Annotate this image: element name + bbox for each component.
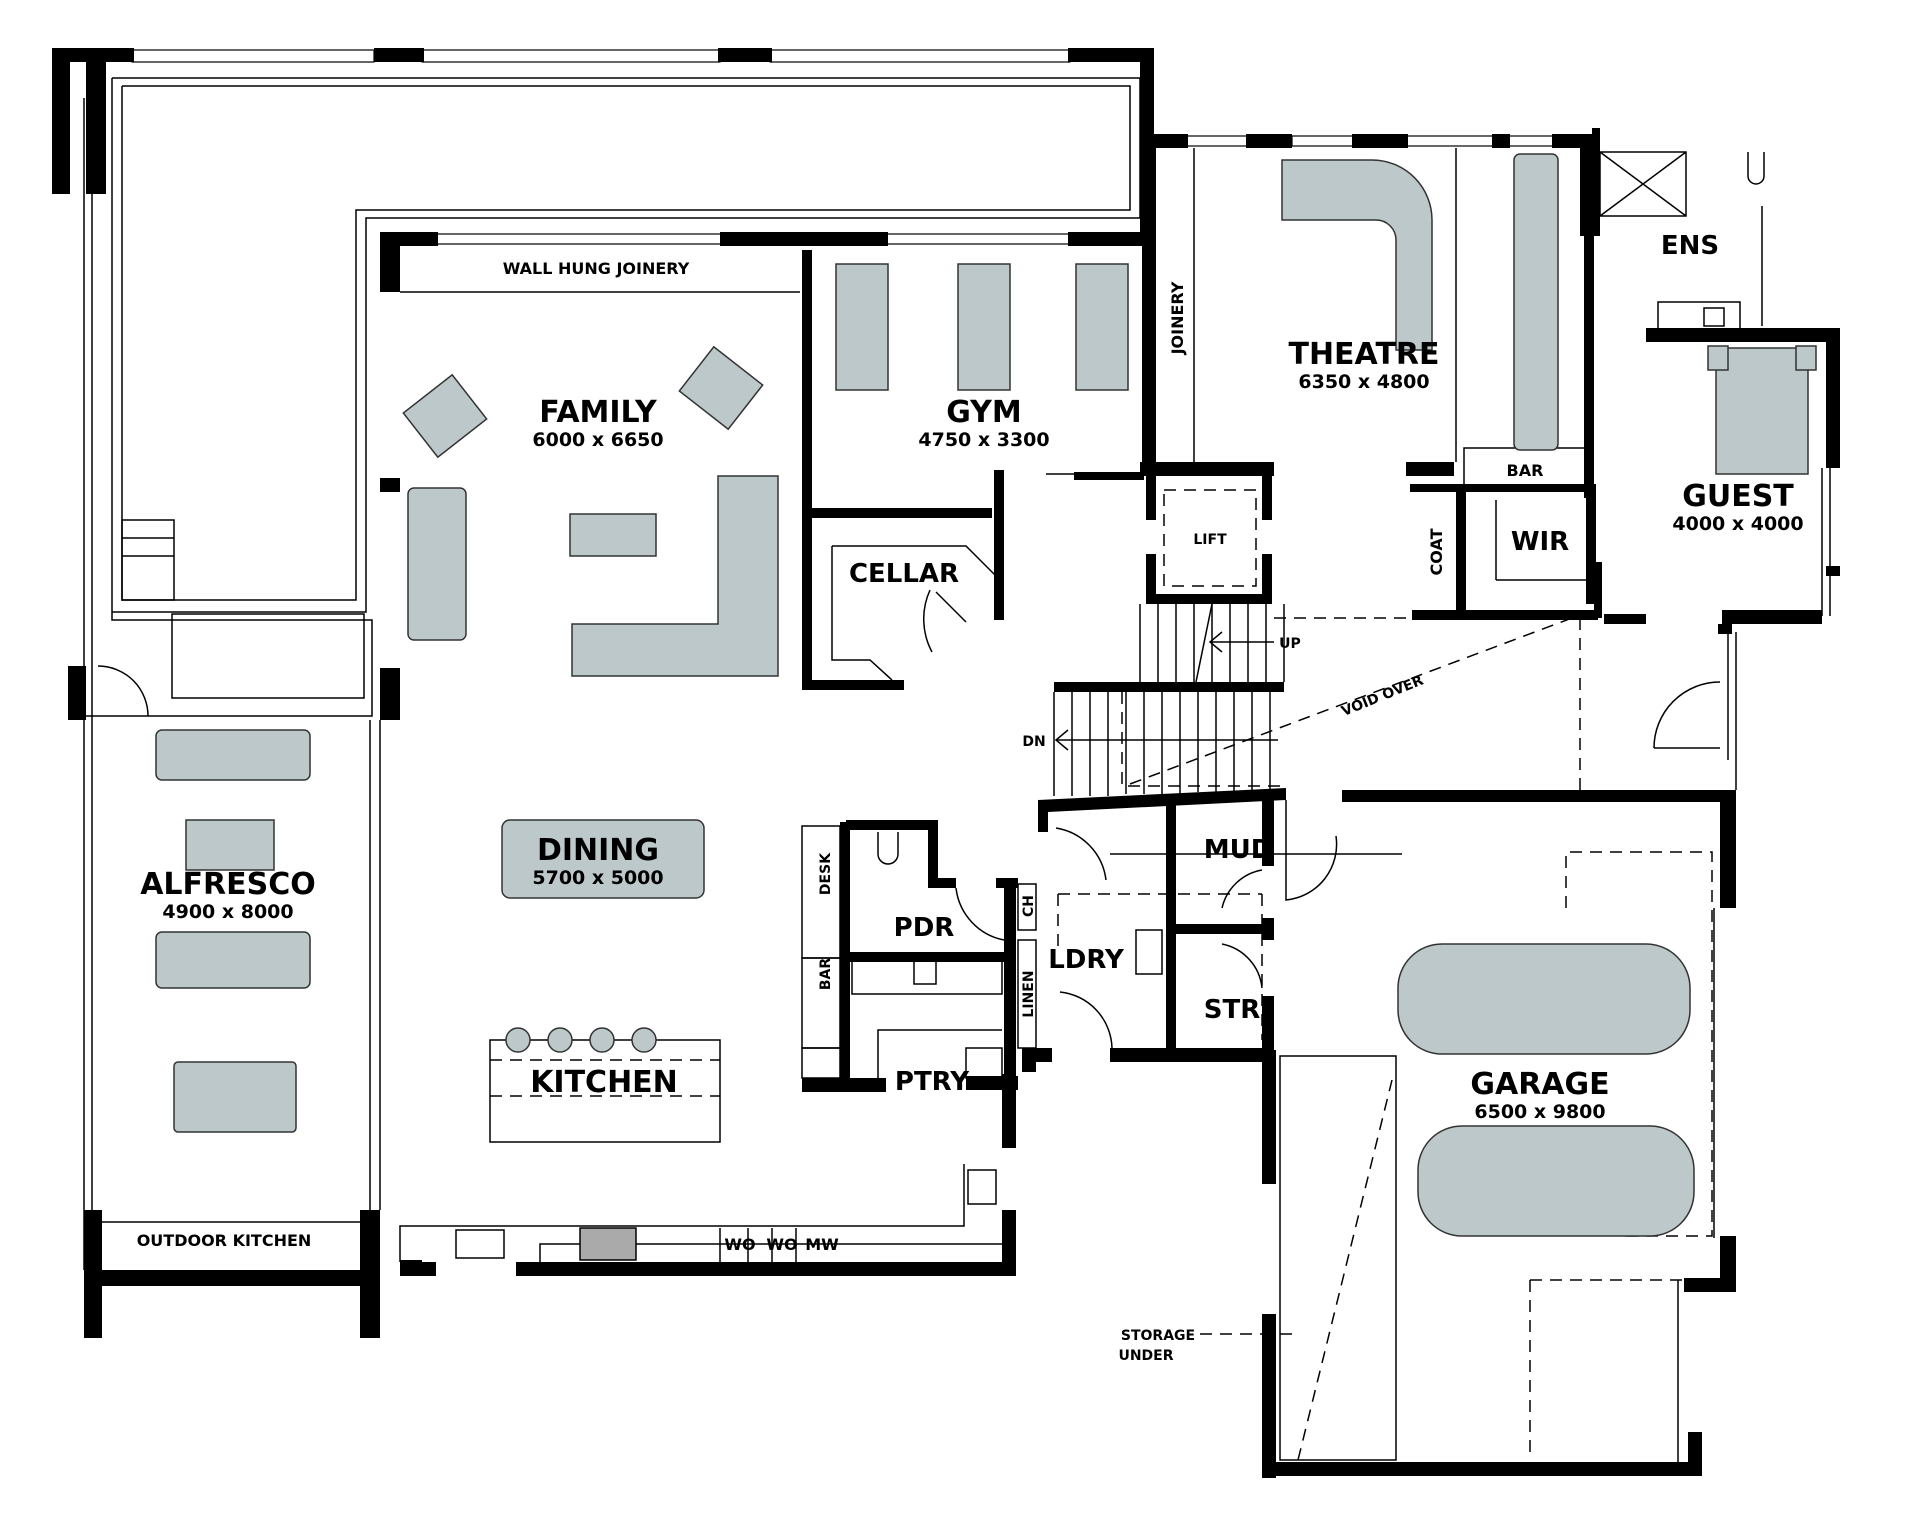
room-kitchen-name: KITCHEN <box>530 1065 678 1100</box>
room-ptry-name: PTRY <box>895 1067 970 1097</box>
walls <box>52 48 1840 1478</box>
room-guest-dims: 4000 x 4000 <box>1672 513 1803 535</box>
room-gym-dims: 4750 x 3300 <box>918 429 1049 451</box>
room-coat-name: COAT <box>1427 528 1446 575</box>
room-dining-dims: 5700 x 5000 <box>532 867 663 889</box>
room-family-name: FAMILY <box>539 395 658 430</box>
gym-equipment <box>1075 263 1129 391</box>
label-wall-hung-joinery: WALL HUNG JOINERY <box>503 259 690 278</box>
label-ch: CH <box>1021 895 1037 917</box>
pool-area <box>83 77 1141 1270</box>
label-stair-up: UP <box>1279 636 1301 652</box>
label-joinery: JOINERY <box>1168 281 1187 355</box>
room-mud-name: MUD <box>1204 835 1273 865</box>
label-desk: DESK <box>818 852 834 895</box>
stair-upper <box>1139 603 1285 683</box>
gym-equipment <box>835 263 889 391</box>
room-gym-name: GYM <box>946 395 1022 430</box>
label-bar-kitchen: BAR <box>818 958 834 991</box>
label-linen: LINEN <box>1021 970 1037 1017</box>
room-bar-theatre-name: BAR <box>1507 461 1544 480</box>
appliance-wall-oven-1: WO <box>724 1235 755 1254</box>
room-alfresco-name: ALFRESCO <box>140 867 316 902</box>
appliance-wall-oven-2: WO <box>766 1235 797 1254</box>
room-outdoor-kitchen-name: OUTDOOR KITCHEN <box>137 1231 312 1250</box>
stair-lower <box>1053 692 1278 796</box>
room-lift-name: LIFT <box>1193 532 1227 548</box>
room-garage-name: GARAGE <box>1470 1067 1609 1102</box>
room-ldry-name: LDRY <box>1048 945 1125 975</box>
label-stair-down: DN <box>1022 734 1045 750</box>
label-void-over: VOID OVER <box>1339 673 1426 720</box>
appliance-microwave: MW <box>805 1235 839 1254</box>
gym-equipment <box>957 263 1011 391</box>
label-storage-under-1: STORAGE <box>1121 1328 1195 1344</box>
room-family-dims: 6000 x 6650 <box>532 429 663 451</box>
room-pdr-name: PDR <box>894 913 955 943</box>
room-wir-name: WIR <box>1511 527 1569 557</box>
room-str-name: STR <box>1204 995 1260 1025</box>
room-cellar-name: CELLAR <box>849 559 959 589</box>
car-icon <box>1417 1125 1695 1237</box>
room-theatre-name: THEATRE <box>1288 337 1439 372</box>
car-icon <box>1397 943 1691 1055</box>
room-ens-name: ENS <box>1661 231 1719 261</box>
room-garage-dims: 6500 x 9800 <box>1474 1101 1605 1123</box>
interior-lines <box>97 148 1831 1462</box>
label-storage-under-2: UNDER <box>1118 1348 1173 1364</box>
room-dining-name: DINING <box>537 833 659 868</box>
room-guest-name: GUEST <box>1682 479 1794 514</box>
furniture <box>155 153 1817 1237</box>
room-theatre-dims: 6350 x 4800 <box>1298 371 1429 393</box>
room-alfresco-dims: 4900 x 8000 <box>162 901 293 923</box>
